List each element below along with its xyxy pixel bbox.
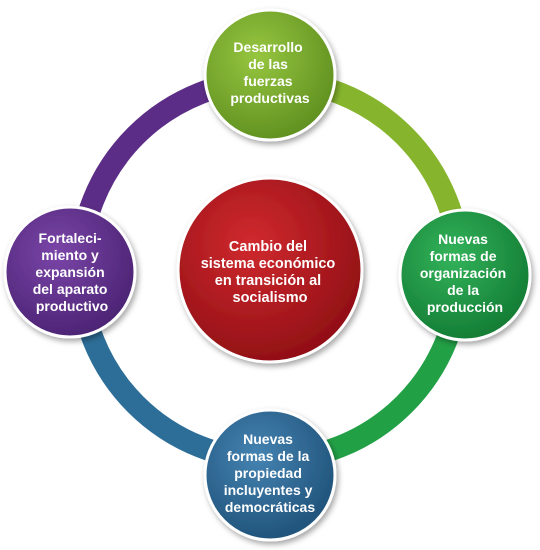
center-label-line: Cambio del bbox=[229, 239, 307, 255]
node-label-line: del aparato bbox=[33, 281, 108, 297]
node-label-line: producción bbox=[427, 299, 503, 315]
node-top bbox=[203, 8, 337, 142]
node-label-line: Nuevas bbox=[438, 231, 488, 247]
node-label-line: organización bbox=[420, 265, 506, 281]
node-bottom-label: Nuevas formas de la propiedad incluyente… bbox=[224, 431, 317, 515]
node-top-label: Desarrollo de las fuerzas productivas bbox=[230, 39, 310, 106]
center-node bbox=[176, 176, 364, 364]
node-label-line: miento y bbox=[41, 247, 99, 263]
center-label-line: socialismo bbox=[233, 290, 308, 306]
node-left bbox=[3, 205, 137, 339]
node-label-line: expansión bbox=[35, 264, 104, 280]
node-label-line: de la bbox=[447, 282, 479, 298]
node-label-line: formas de la bbox=[227, 448, 310, 464]
node-right bbox=[398, 208, 532, 342]
center-node-label: Cambio del sistema económico en transici… bbox=[201, 239, 340, 306]
node-label-line: productivo bbox=[36, 298, 108, 314]
node-label-line: Nuevas bbox=[243, 431, 293, 447]
node-label-line: fuerzas bbox=[244, 73, 293, 89]
node-label-line: democráticas bbox=[225, 499, 315, 515]
node-label-line: propiedad bbox=[234, 465, 302, 481]
node-bottom bbox=[203, 408, 337, 542]
center-label-line: sistema económico bbox=[201, 256, 336, 272]
node-label-line: Desarrollo bbox=[233, 39, 302, 55]
node-right-label: Nuevas formas de organización de la prod… bbox=[420, 231, 510, 315]
node-label-line: formas de bbox=[430, 248, 497, 264]
node-label-line: de las bbox=[248, 56, 288, 72]
node-left-label: Fortaleci- miento y expansión del aparat… bbox=[33, 230, 112, 314]
center-label-line: en transición al bbox=[215, 273, 321, 289]
node-label-line: incluyentes y bbox=[224, 482, 313, 498]
node-label-line: Fortaleci- bbox=[39, 230, 102, 246]
node-label-line: productivas bbox=[230, 90, 310, 106]
